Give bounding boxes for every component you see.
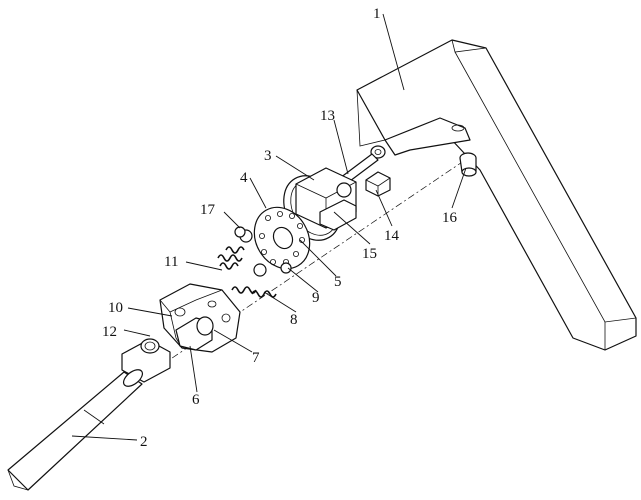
callout-4: 4 <box>240 170 248 186</box>
part-1-handle <box>356 39 637 351</box>
callout-16: 16 <box>442 210 458 226</box>
part-3-housing <box>295 167 357 231</box>
callout-9: 9 <box>312 290 320 306</box>
part-17-ball <box>234 226 246 238</box>
callout-15: 15 <box>362 246 377 262</box>
callout-17: 17 <box>200 202 216 218</box>
callout-1: 1 <box>373 6 381 22</box>
leader-lines <box>71 13 467 441</box>
callout-6: 6 <box>192 392 200 408</box>
callout-3: 3 <box>264 148 272 164</box>
callout-10: 10 <box>108 300 123 316</box>
callout-8: 8 <box>290 312 298 328</box>
callout-14: 14 <box>384 228 400 244</box>
callout-13: 13 <box>320 108 335 124</box>
part-2-shaft <box>7 369 144 491</box>
part-14-block <box>365 171 391 197</box>
callout-11: 11 <box>164 254 178 270</box>
callout-12: 12 <box>102 324 117 340</box>
callout-5: 5 <box>334 274 342 290</box>
part-16-screw <box>459 152 477 177</box>
part-11-springs <box>217 246 245 270</box>
callout-7: 7 <box>252 350 260 366</box>
part-4-disc <box>253 206 311 270</box>
callout-2: 2 <box>140 434 148 450</box>
part-7-hub <box>159 283 241 353</box>
